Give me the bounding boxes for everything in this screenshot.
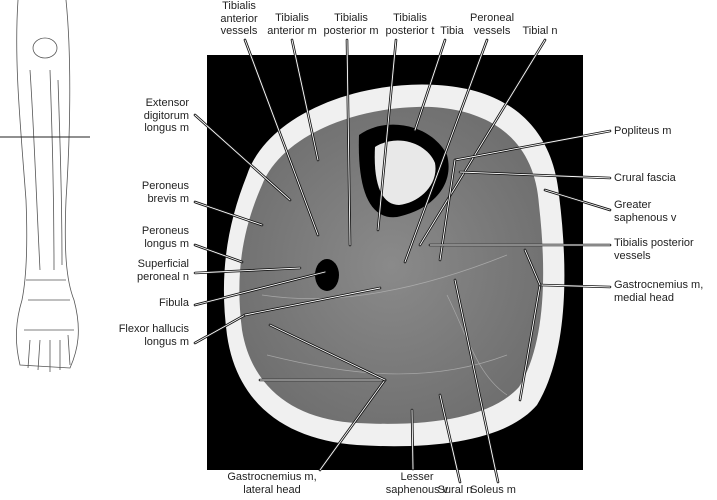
label-line: Tibialis	[334, 12, 368, 24]
label-line: longus m	[144, 122, 189, 134]
label-gastrocnemius-m-medial-head: Gastrocnemius m,medial head	[613, 279, 704, 304]
label-line: Gastrocnemius m,	[614, 279, 704, 291]
label-line: longus m	[144, 335, 189, 348]
label-line: vessels	[220, 25, 258, 37]
label-line: posterior t	[385, 24, 435, 37]
label-soleus-m: Soleus m	[469, 484, 517, 497]
label-line: saphenous v	[385, 483, 449, 496]
label-popliteus-m: Popliteus m	[613, 125, 672, 138]
label-line: Soleus m	[470, 484, 516, 496]
label-gastrocnemius-m-lateral-head: Gastrocnemius m,lateral head	[226, 471, 317, 496]
label-line: saphenous v	[614, 211, 677, 224]
label-line: Fibula	[159, 297, 189, 309]
label-line: vessels	[614, 249, 651, 262]
label-line: Sural n	[437, 484, 473, 496]
label-crural-fascia: Crural fascia	[613, 172, 677, 185]
label-fibula: Fibula	[158, 297, 190, 310]
label-line: Lesser	[400, 471, 434, 483]
label-line: Tibia	[440, 25, 464, 37]
mri-axial-section	[207, 55, 583, 470]
label-line: Tibial n	[522, 25, 558, 37]
fibula-bone	[315, 259, 339, 291]
label-line: Greater	[614, 199, 652, 211]
label-tibial-n: Tibial n	[521, 25, 558, 38]
leg-illustration	[0, 0, 90, 372]
label-line: peroneal n	[137, 270, 189, 283]
label-tibia: Tibia	[439, 25, 464, 38]
label-line: Extensor	[145, 97, 189, 109]
label-line: Popliteus m	[614, 125, 672, 137]
label-line: medial head	[614, 291, 674, 304]
label-line: brevis m	[147, 192, 189, 205]
label-line: anterior	[220, 12, 258, 25]
label-line: Peroneus	[141, 180, 189, 192]
label-line: Flexor hallucis	[118, 323, 189, 335]
label-line: Tibialis posterior	[614, 237, 694, 249]
label-line: anterior m	[267, 24, 317, 37]
label-line: vessels	[473, 24, 511, 37]
label-line: Superficial	[137, 258, 189, 270]
label-line: Tibialis	[393, 12, 427, 24]
label-line: Crural fascia	[614, 172, 676, 184]
label-line: Peroneal	[469, 12, 515, 24]
label-line: digitorum	[143, 109, 189, 122]
label-line: Peroneus	[141, 225, 189, 237]
label-line: Tibialis	[222, 0, 256, 12]
label-sural-n: Sural n	[437, 484, 474, 497]
label-line: lateral head	[243, 483, 301, 496]
label-line: posterior m	[323, 24, 379, 37]
label-line: Gastrocnemius m,	[227, 471, 317, 483]
label-line: longus m	[144, 237, 189, 250]
label-line: Tibialis	[275, 12, 309, 24]
